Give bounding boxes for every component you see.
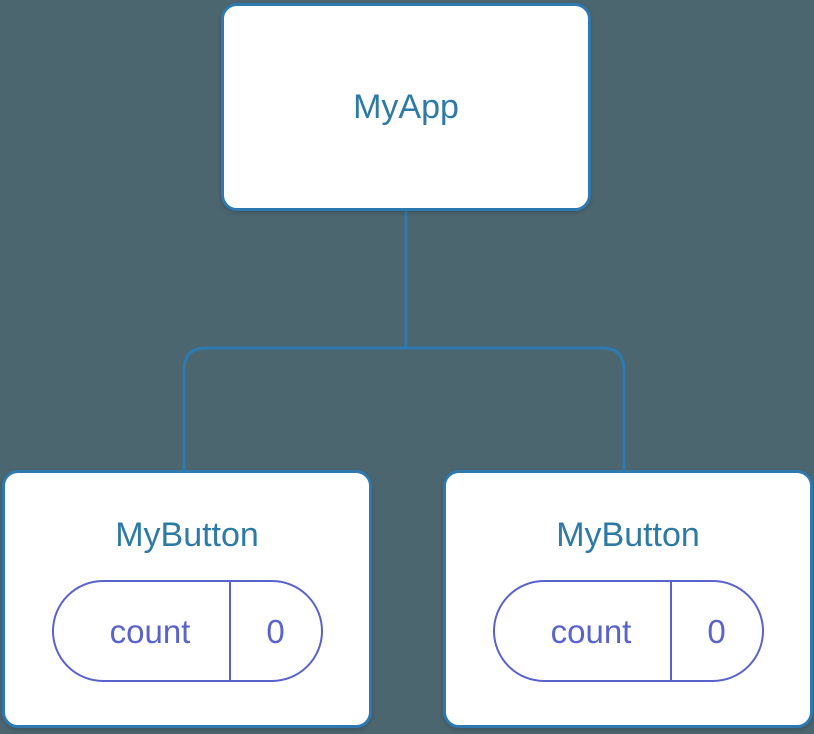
component-node-title: MyButton	[115, 516, 259, 554]
component-node-title: MyApp	[353, 88, 459, 126]
component-node-root[interactable]: MyApp	[221, 3, 591, 211]
component-node-child-1[interactable]: MyButton count 0	[443, 470, 813, 728]
edge-root-to-child-1	[406, 346, 626, 470]
state-value: 0	[228, 582, 321, 680]
state-value: 0	[669, 582, 762, 680]
edge-root-to-child-0	[182, 346, 406, 470]
state-pill[interactable]: count 0	[51, 580, 323, 682]
state-pill[interactable]: count 0	[492, 580, 764, 682]
state-key: count	[550, 612, 632, 650]
component-node-title: MyButton	[556, 516, 700, 554]
state-key: count	[109, 612, 191, 650]
component-node-child-0[interactable]: MyButton count 0	[2, 470, 372, 728]
